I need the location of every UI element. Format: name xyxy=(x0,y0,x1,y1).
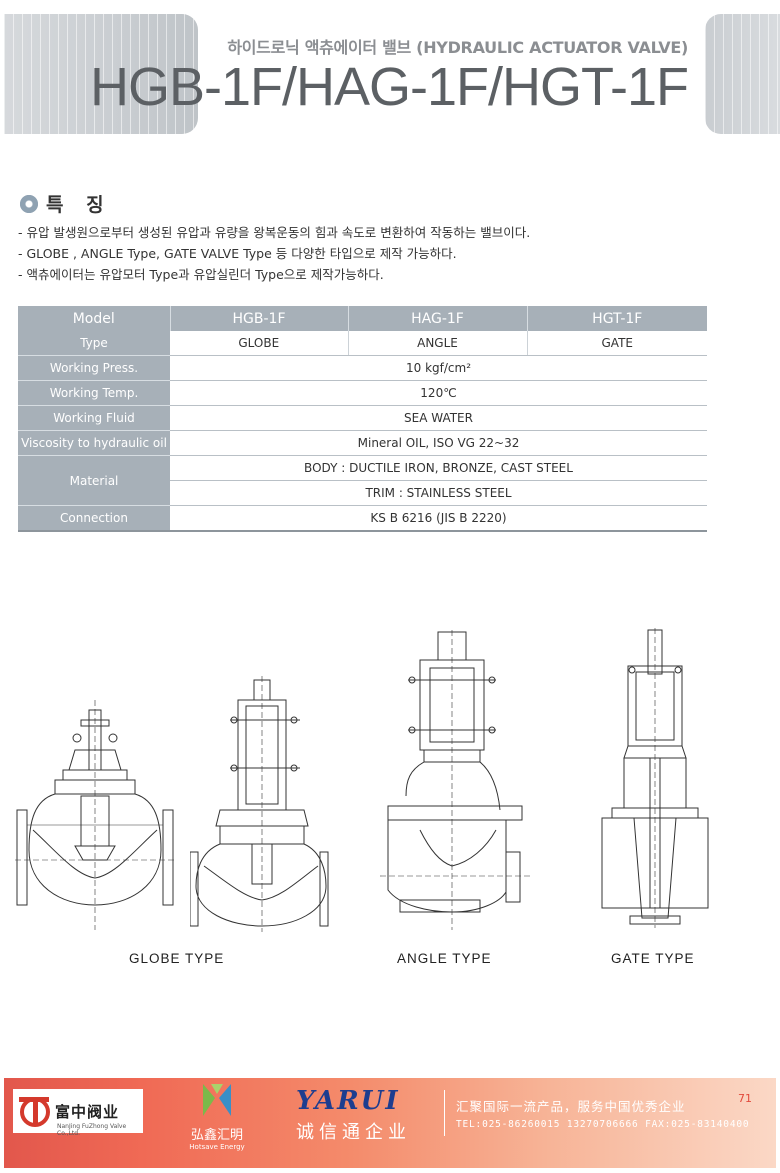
table-header-row: Model HGB-1F HAG-1F HGT-1F xyxy=(18,306,707,331)
features-title: 특 징 xyxy=(46,194,112,216)
viscosity-value: Mineral OIL, ISO VG 22~32 xyxy=(170,430,707,456)
header-hgt: HGT-1F xyxy=(526,306,707,331)
row-label-type: Type xyxy=(18,331,170,356)
connection-value: KS B 6216 (JIS B 2220) xyxy=(170,505,707,532)
footer-contact: TEL:025-86260015 13270706666 FAX:025-831… xyxy=(456,1119,750,1130)
hotsave-sub: Hotsave Energy xyxy=(189,1143,245,1151)
row-label-viscosity: Viscosity to hydraulic oil xyxy=(18,430,170,456)
caption-gate: GATE TYPE xyxy=(611,951,695,966)
material-trim: TRIM : STAINLESS STEEL xyxy=(170,480,707,506)
header-hgb: HGB-1F xyxy=(169,306,348,331)
temp-value: 120℃ xyxy=(170,380,707,406)
fuzhong-name: 富中阀业 xyxy=(55,1102,120,1121)
header-decor-left xyxy=(4,14,198,134)
row-label-fluid: Working Fluid xyxy=(18,405,170,431)
header-subtitle: 하이드로닉 액츄에이터 밸브 (HYDRAULIC ACTUATOR VALVE… xyxy=(227,38,688,57)
table-row: Viscosity to hydraulic oil Mineral OIL, … xyxy=(18,430,707,456)
gate-valve-drawing xyxy=(601,628,709,928)
type-hag: ANGLE xyxy=(347,331,527,356)
table-row: Working Fluid SEA WATER xyxy=(18,405,707,431)
yarui-name: 诚信通企业 xyxy=(296,1122,411,1143)
header-hag: HAG-1F xyxy=(347,306,527,331)
row-label-temp: Working Temp. xyxy=(18,380,170,406)
hotsave-mark-icon xyxy=(203,1084,231,1116)
table-row: Material BODY : DUCTILE IRON, BRONZE, CA… xyxy=(18,455,707,506)
angle-valve-drawing xyxy=(380,630,530,930)
bullet-circle-icon xyxy=(20,194,38,213)
caption-angle: ANGLE TYPE xyxy=(397,951,492,966)
yarui-logo: YARUI 诚信通企业 xyxy=(296,1086,411,1144)
features-list: - 유압 발생원으로부터 생성된 유압과 유량을 왕복운동의 힘과 속도로 변환… xyxy=(18,222,530,285)
fuzhong-mark-icon xyxy=(19,1097,50,1127)
header-model: Model xyxy=(18,306,170,331)
yarui-mark: YARUI xyxy=(296,1086,400,1116)
footer-slogan: 汇聚国际一流产品，服务中国优秀企业 xyxy=(456,1099,686,1114)
footer-divider xyxy=(444,1090,445,1136)
feature-item: - 액츄에이터는 유압모터 Type과 유압실린더 Type으로 제작가능하다. xyxy=(18,267,384,282)
globe-actuator-drawing xyxy=(190,676,329,932)
table-row: Connection KS B 6216 (JIS B 2220) xyxy=(18,505,707,532)
footer-banner: 富中阀业 NanJing FuZhong Valve Co.,Ltd. 弘鑫汇明… xyxy=(4,1078,776,1168)
page-number: 71 xyxy=(738,1092,752,1105)
fuzhong-logo: 富中阀业 NanJing FuZhong Valve Co.,Ltd. xyxy=(13,1089,143,1137)
spec-table: Model HGB-1F HAG-1F HGT-1F Type GLOBE AN… xyxy=(18,306,707,532)
press-value: 10 kgf/cm² xyxy=(170,355,707,381)
material-body: BODY : DUCTILE IRON, BRONZE, CAST STEEL xyxy=(170,455,707,481)
type-hgt: GATE xyxy=(526,331,707,356)
row-label-connection: Connection xyxy=(18,505,170,532)
caption-globe: GLOBE TYPE xyxy=(129,951,225,966)
page-title: HGB-1F/HAG-1F/HGT-1F xyxy=(89,57,689,117)
table-row: Working Press. 10 kgf/cm² xyxy=(18,355,707,381)
row-label-press: Working Press. xyxy=(18,355,170,381)
fuzhong-sub: NanJing FuZhong Valve Co.,Ltd. xyxy=(57,1123,127,1137)
features-heading: 특 징 xyxy=(20,190,112,217)
hotsave-name: 弘鑫汇明 xyxy=(190,1128,243,1143)
table-row: Working Temp. 120℃ xyxy=(18,380,707,406)
fluid-value: SEA WATER xyxy=(170,405,707,431)
table-row: TRIM : STAINLESS STEEL xyxy=(18,480,707,506)
header-decor-right xyxy=(705,14,780,134)
feature-item: - GLOBE , ANGLE Type, GATE VALVE Type 등 … xyxy=(18,246,457,261)
row-label-material: Material xyxy=(18,455,170,506)
feature-item: - 유압 발생원으로부터 생성된 유압과 유량을 왕복운동의 힘과 속도로 변환… xyxy=(18,225,531,240)
globe-valve-drawing xyxy=(15,700,175,930)
hotsave-logo: 弘鑫汇明 Hotsave Energy xyxy=(187,1082,247,1151)
table-row: Type GLOBE ANGLE GATE xyxy=(18,331,707,356)
type-hgb: GLOBE xyxy=(170,331,348,356)
